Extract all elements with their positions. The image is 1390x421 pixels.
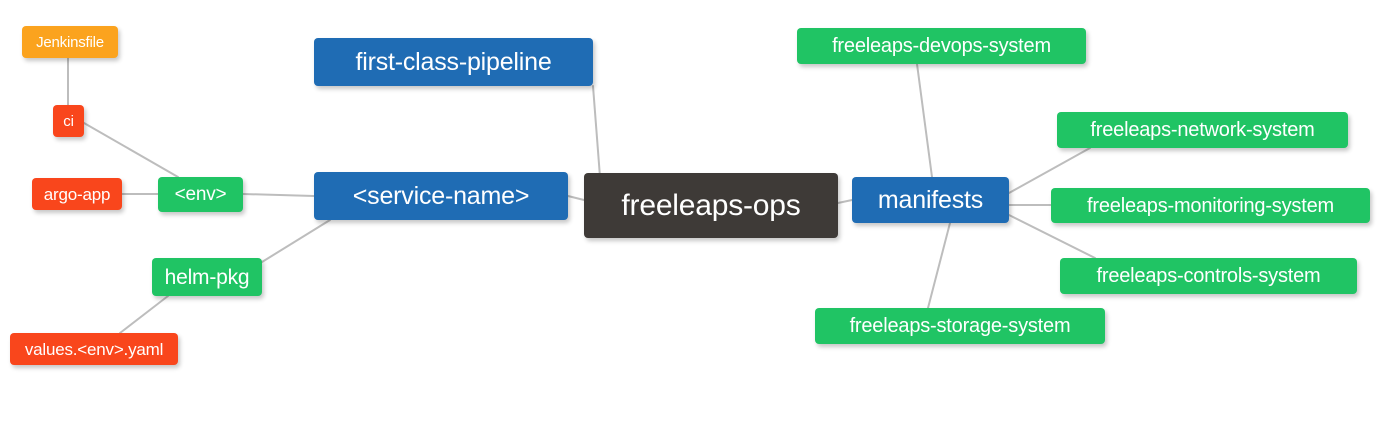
- node-freeleaps-storage-system[interactable]: freeleaps-storage-system: [815, 308, 1105, 344]
- node-first-class-pipeline[interactable]: first-class-pipeline: [314, 38, 593, 86]
- edge-manifests-to-freeleaps-network-system: [1008, 147, 1091, 194]
- node-argo-app[interactable]: argo-app: [32, 178, 122, 210]
- node-label-helm-pkg: helm-pkg: [164, 265, 250, 289]
- node-freeleaps-ops[interactable]: freeleaps-ops: [584, 173, 838, 238]
- node-label-freeleaps-network-system: freeleaps-network-system: [1090, 119, 1315, 141]
- edge-manifests-to-freeleaps-storage-system: [927, 222, 951, 309]
- node-label-service-name: <service-name>: [352, 181, 530, 210]
- node-label-values-env-yaml: values.<env>.yaml: [24, 339, 164, 359]
- node-freeleaps-controls-system[interactable]: freeleaps-controls-system: [1060, 258, 1357, 294]
- edge-helm-pkg-to-values-env-yaml: [119, 295, 169, 334]
- edge-freeleaps-ops-to-manifests: [837, 199, 853, 204]
- node-freeleaps-network-system[interactable]: freeleaps-network-system: [1057, 112, 1348, 148]
- node-label-jenkinsfile: Jenkinsfile: [36, 33, 104, 51]
- node-label-freeleaps-devops-system: freeleaps-devops-system: [832, 35, 1051, 57]
- node-ci[interactable]: ci: [53, 105, 84, 137]
- node-label-freeleaps-ops: freeleaps-ops: [621, 188, 801, 222]
- node-label-env: <env>: [174, 184, 227, 205]
- node-jenkinsfile[interactable]: Jenkinsfile: [22, 26, 118, 58]
- node-label-manifests: manifests: [877, 185, 984, 214]
- node-freeleaps-devops-system[interactable]: freeleaps-devops-system: [797, 28, 1086, 64]
- edge-service-name-to-helm-pkg: [261, 219, 331, 263]
- edge-freeleaps-ops-to-first-class-pipeline: [592, 85, 601, 178]
- node-manifests[interactable]: manifests: [852, 177, 1009, 223]
- node-label-freeleaps-storage-system: freeleaps-storage-system: [849, 315, 1071, 337]
- edge-manifests-to-freeleaps-devops-system: [916, 63, 933, 178]
- node-values-env-yaml[interactable]: values.<env>.yaml: [10, 333, 178, 365]
- node-helm-pkg[interactable]: helm-pkg: [152, 258, 262, 296]
- edge-env-to-ci: [83, 122, 179, 178]
- node-label-first-class-pipeline: first-class-pipeline: [355, 47, 552, 76]
- node-label-freeleaps-monitoring-system: freeleaps-monitoring-system: [1087, 194, 1334, 217]
- edge-service-name-to-env: [242, 193, 315, 197]
- node-label-argo-app: argo-app: [43, 184, 111, 204]
- node-service-name[interactable]: <service-name>: [314, 172, 568, 220]
- node-label-freeleaps-controls-system: freeleaps-controls-system: [1096, 265, 1321, 287]
- node-label-ci: ci: [63, 112, 74, 130]
- node-freeleaps-monitoring-system[interactable]: freeleaps-monitoring-system: [1051, 188, 1370, 223]
- node-env[interactable]: <env>: [158, 177, 243, 212]
- edge-freeleaps-ops-to-service-name: [567, 195, 585, 201]
